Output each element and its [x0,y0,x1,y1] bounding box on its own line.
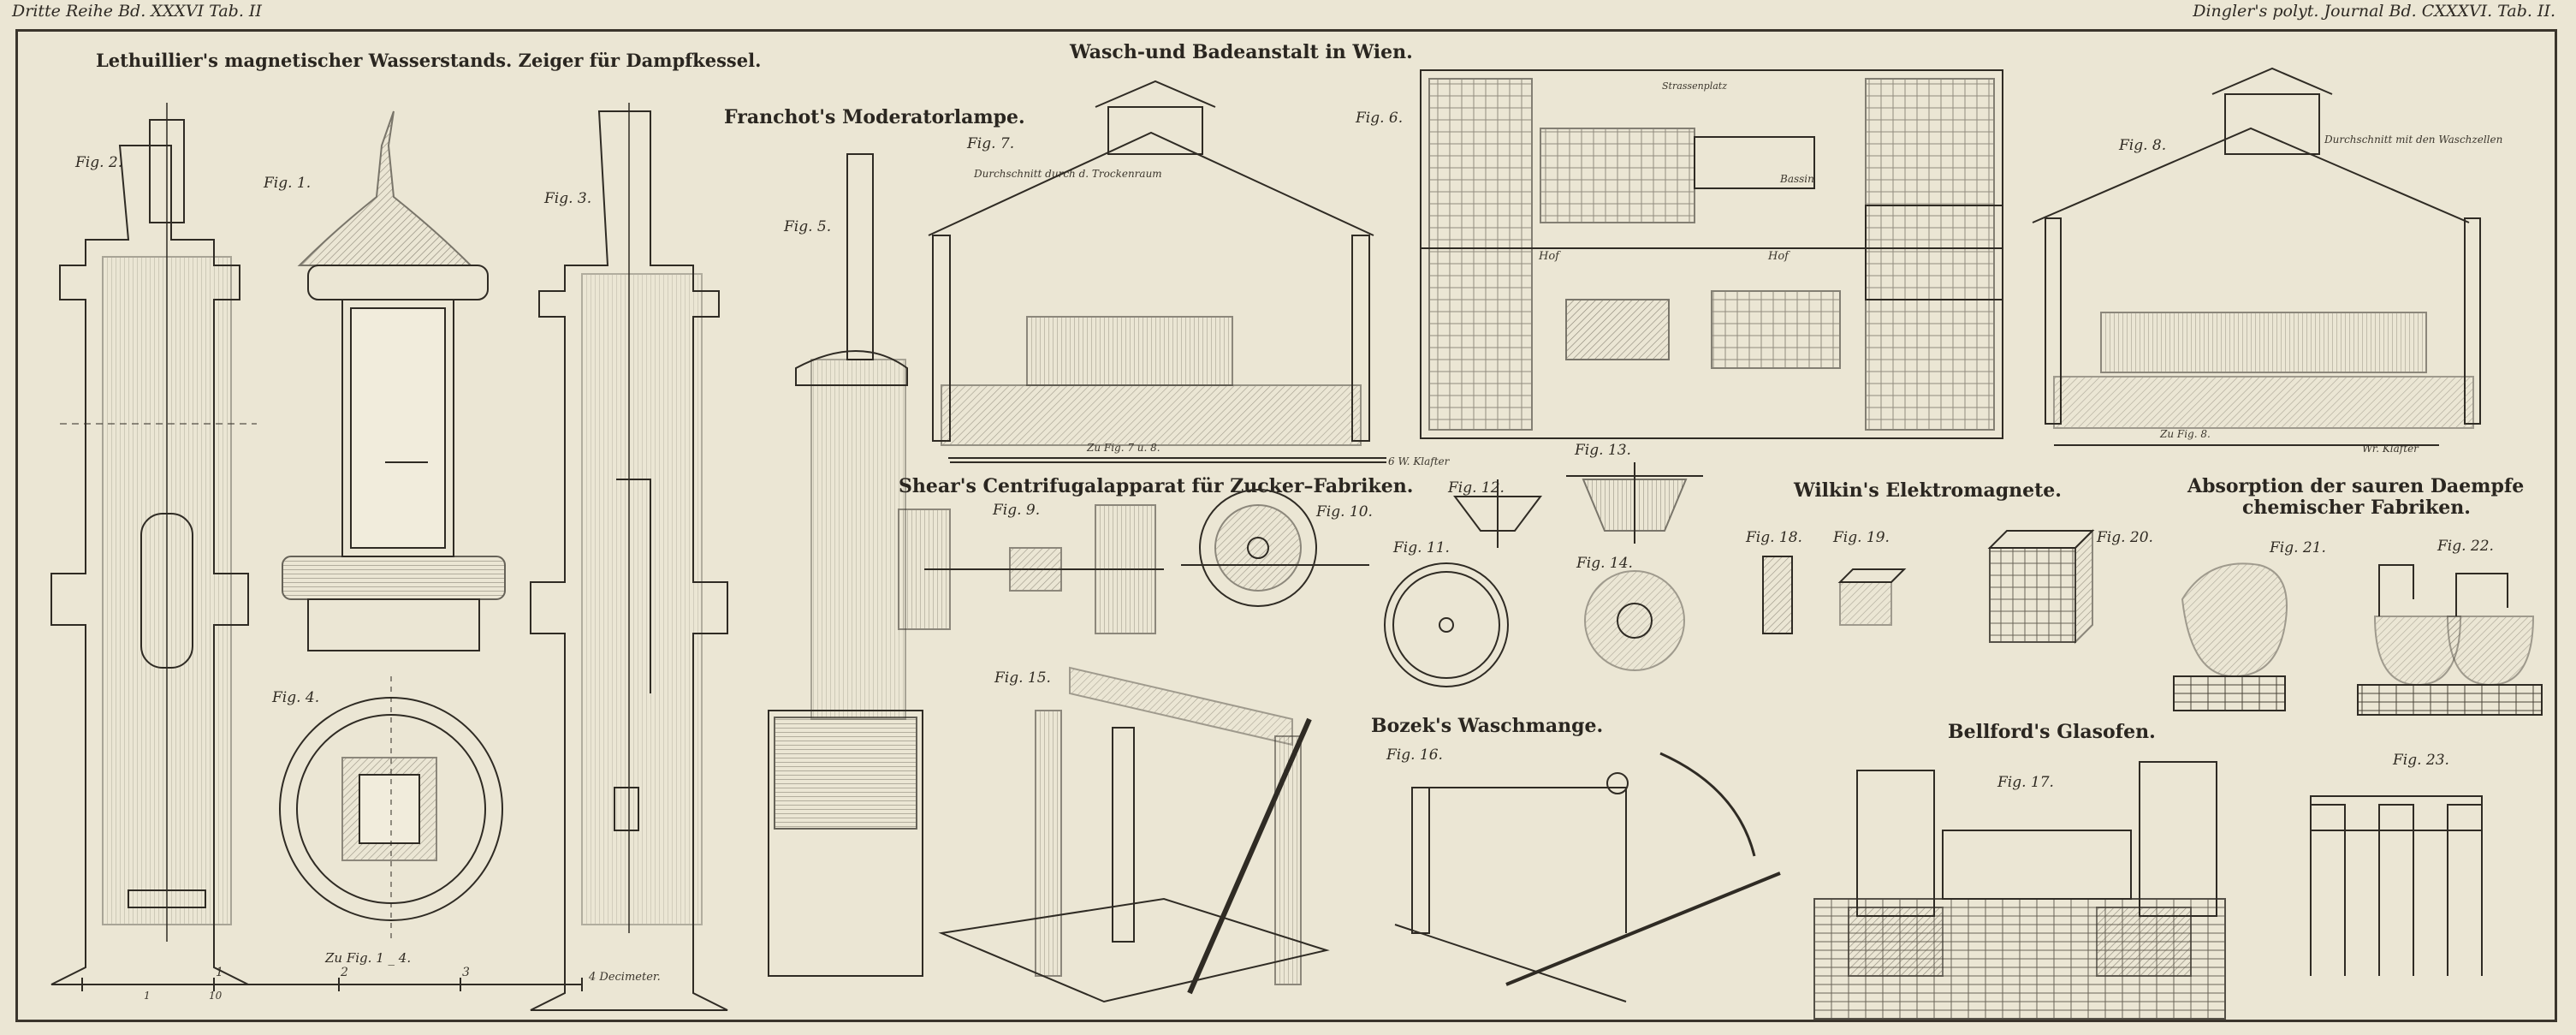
fig-16-label: Fig. 16. [1386,747,1443,764]
scale-fig1-4-unit: 4 Decimeter. [589,971,661,984]
section-label-fig8: Durchschnitt mit den Waschzellen [2324,134,2503,146]
plan-bassin: Bassin [1780,173,1814,185]
fig-12-label: Fig. 12. [1448,479,1505,497]
fig-21-absorption-vessel [2173,562,2288,711]
fig-18-label: Fig. 18. [1746,529,1802,546]
header-left: Dritte Reihe Bd. XXXVI Tab. II [12,2,262,21]
scale-bar-fig1-4 [81,978,583,991]
plan-hof-left: Hof [1539,250,1559,263]
fig-23-flues [2310,795,2483,976]
fig-10-label: Fig. 10. [1316,503,1373,520]
fig-13-basket [1566,462,1703,544]
title-lethuillier: Lethuillier's magnetischer Wasserstands.… [96,50,762,71]
fig-20-electromagnet-block [1987,528,2095,645]
fig-8-section-washing-cells [2032,67,2481,446]
title-absorption-line2: chemischer Fabriken. [2242,497,2471,519]
fig-2-water-gauge-section [50,103,257,985]
scale-fig7-8-unit: 6 W. Klafter [1388,455,1450,467]
scale-number-2: 2 [341,966,348,979]
section-label-fig7: Durchschnitt durch d. Trockenraum [974,168,1162,180]
scale-number-sub-1: 1 [144,990,151,1002]
title-wasch: Wasch-und Badeanstalt in Wien. [1070,41,1413,63]
fig-17-label: Fig. 17. [1997,774,2054,791]
fig-9-centrifuge [898,504,1164,634]
fig-11-label: Fig. 11. [1393,539,1450,556]
fig-22-absorption-vessels [2357,564,2543,716]
fig-4-label: Fig. 4. [272,689,320,706]
fig-7-label: Fig. 7. [967,135,1015,152]
fig-3-section-float [530,103,728,1011]
fig-10-centrifuge-plan [1181,489,1369,607]
scale-number-sub-10: 10 [209,990,223,1002]
plan-strassenplatz: Strassenplatz [1662,80,1727,92]
fig-21-label: Fig. 21. [2270,539,2326,556]
fig-3-label: Fig. 3. [544,190,592,207]
fig-7-section-drying-room [928,80,1386,463]
fig-17-glass-furnace [1813,761,2226,1020]
fig-19-electromagnet [1837,568,1907,626]
fig-4-plan-circle [279,676,503,942]
title-shear: Shear's Centrifugalapparat für Zucker–Fa… [899,475,1414,497]
fig-23-label: Fig. 23. [2393,752,2449,769]
fig-18-electromagnet [1762,556,1793,634]
scale-fig1-4-caption: Zu Fig. 1 _ 4. [325,950,412,966]
title-franchot: Franchot's Moderatorlampe. [724,106,1025,128]
fig-9-label: Fig. 9. [993,502,1041,519]
plate-border [15,29,2557,1022]
fig-12-funnel [1453,479,1542,548]
title-bellford: Bellford's Glasofen. [1948,721,2156,743]
title-absorption-line1: Absorption der sauren Daempfe [2187,475,2525,497]
fig-6-floor-plan [1420,69,2003,439]
scale-number-1: 1 [216,966,223,979]
fig-5-label: Fig. 5. [784,218,832,235]
fig-15-washing-machine [938,666,1330,1003]
fig-2-label: Fig. 2. [75,154,123,171]
title-wilkin: Wilkin's Elektromagnete. [1794,479,2062,502]
fig-5-moderator-lamp [768,153,923,977]
fig-16-mangle [1394,752,1781,1002]
plan-hof-right: Hof [1768,250,1789,263]
fig-14-label: Fig. 14. [1576,555,1633,572]
fig-1-water-gauge-exterior [282,110,506,651]
fig-8-label: Fig. 8. [2119,137,2167,154]
header-right: Dingler's polyt. Journal Bd. CXXXVI. Tab… [2193,2,2555,21]
fig-11-disc [1384,562,1509,687]
fig-15-label: Fig. 15. [994,669,1051,687]
fig-6-label: Fig. 6. [1356,110,1404,127]
fig-1-label: Fig. 1. [264,175,312,192]
title-bozek: Bozek's Waschmange. [1371,715,1604,737]
fig-14-basket-plan [1584,570,1685,671]
fig-19-label: Fig. 19. [1833,529,1890,546]
fig-20-label: Fig. 20. [2097,529,2153,546]
scale-fig8-caption: Zu Fig. 8. [2160,428,2211,440]
scale-number-3: 3 [462,966,470,979]
fig-22-label: Fig. 22. [2437,538,2494,555]
fig-13-label: Fig. 13. [1575,442,1631,459]
